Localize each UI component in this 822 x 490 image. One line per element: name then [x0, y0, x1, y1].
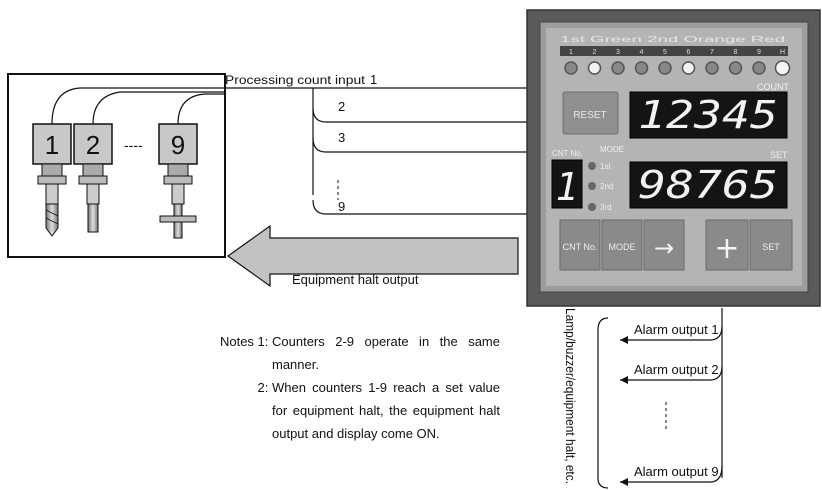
alarm-output-1: Alarm output 1 [634, 322, 719, 337]
tool-cable-9 [177, 93, 225, 125]
lamp-number-3: 3 [616, 49, 620, 56]
status-lamp-6 [681, 61, 696, 75]
cnt-no-button-label: CNT No. [563, 242, 598, 252]
cnt-no-button[interactable] [559, 219, 601, 271]
cnt-no-display [551, 159, 583, 209]
mode-1st-lamp [588, 162, 596, 170]
note-2: 2: When counters 1-9 reach a set value f… [170, 376, 500, 445]
tool-label-1: 1 [45, 130, 59, 160]
set-button[interactable] [749, 219, 793, 271]
lamp-number-7: 7 [710, 49, 714, 56]
status-lamp-7 [705, 61, 719, 75]
lamp-number-4: 4 [640, 49, 644, 56]
mode-2nd-label: 2nd [600, 182, 613, 191]
alarm-outputs: Lamp/buzzer/equipment halt, etc. Alarm o… [563, 308, 723, 489]
status-lamp-10 [774, 60, 791, 76]
lamp-row [564, 60, 791, 76]
note-2-number: 2: [257, 380, 272, 395]
lamp-number-9: 9 [757, 49, 761, 56]
lamp-number-row: 1 2 3 4 5 6 7 8 9 H [569, 49, 785, 56]
tool-label-2: 2 [86, 130, 100, 160]
tool-label-9: 9 [171, 130, 185, 160]
count-input-lines: Processing count input 1 2 3 9 [225, 72, 527, 215]
set-display-value: 98765 [638, 163, 778, 207]
count-input-label-3: 3 [338, 130, 345, 145]
mode-2nd-lamp [588, 182, 596, 190]
set-label: SET [770, 150, 788, 160]
count-input-label-1: 1 [370, 72, 377, 87]
mode-3rd-label: 3rd [600, 203, 612, 212]
set-display [629, 161, 788, 209]
arrow-icon: → [654, 234, 674, 262]
mode-1st-label: 1st [600, 162, 611, 171]
count-label: COUNT [757, 82, 789, 92]
note-2-text: When counters 1-9 reach a set value for … [272, 380, 500, 441]
alarm-output-2: Alarm output 2 [634, 362, 719, 377]
lamp-number-8: 8 [734, 49, 738, 56]
cnt-no-display-value: 1 [556, 165, 579, 209]
count-input-label-9: 9 [338, 199, 345, 214]
mode-3rd-lamp [588, 203, 596, 211]
status-lamp-2 [587, 61, 602, 75]
tools-ellipsis: ---- [124, 137, 143, 153]
tool-2 [73, 123, 113, 233]
tool-cable-2 [92, 91, 225, 125]
status-lamp-3 [611, 61, 625, 75]
note-1: Notes 1: Counters 2-9 operate in the sam… [170, 330, 500, 376]
count-display-value: 12345 [638, 93, 778, 137]
alarm-side-label: Lamp/buzzer/equipment halt, etc. [563, 308, 577, 484]
plus-icon: + [714, 231, 739, 266]
lamp-number-10: H [780, 49, 785, 56]
count-input-title: Processing count input [225, 75, 366, 87]
lamp-number-1: 1 [569, 49, 573, 56]
count-input-label-2: 2 [338, 99, 345, 114]
status-lamp-4 [634, 61, 649, 75]
status-lamp-8 [728, 61, 743, 75]
alarm-output-9: Alarm output 9 [634, 464, 719, 479]
equipment-halt-label: Equipment halt output [292, 272, 419, 287]
mode-button-label: MODE [609, 242, 636, 252]
reset-button-label: RESET [573, 110, 606, 121]
plus-button[interactable] [705, 219, 749, 271]
tool-1 [32, 123, 72, 237]
lamp-number-2: 2 [593, 49, 597, 56]
lamp-header-text: 1st Green 2nd Orange Red [560, 35, 785, 44]
lamp-number-6: 6 [687, 49, 691, 56]
cnt-no-label: CNT No. [552, 149, 583, 158]
mode-button[interactable] [601, 219, 643, 271]
machine-tools-box: ---- 1 2 9 [7, 73, 226, 258]
status-lamp-1 [564, 61, 578, 75]
set-button-label: SET [762, 242, 780, 252]
mode-label: MODE [600, 145, 624, 154]
status-lamp-5 [658, 61, 672, 75]
notes: Notes 1: Counters 2-9 operate in the sam… [170, 330, 500, 445]
reset-button[interactable] [562, 91, 619, 135]
arrow-button[interactable] [643, 219, 685, 271]
status-lamp-9 [752, 61, 766, 75]
equipment-halt-arrow [226, 224, 519, 288]
lamp-number-5: 5 [663, 49, 667, 56]
tool-9 [158, 123, 198, 239]
note-1-text: Counters 2-9 operate in the same manner. [272, 334, 500, 372]
count-display [629, 91, 788, 139]
note-1-number: Notes 1: [219, 334, 272, 349]
